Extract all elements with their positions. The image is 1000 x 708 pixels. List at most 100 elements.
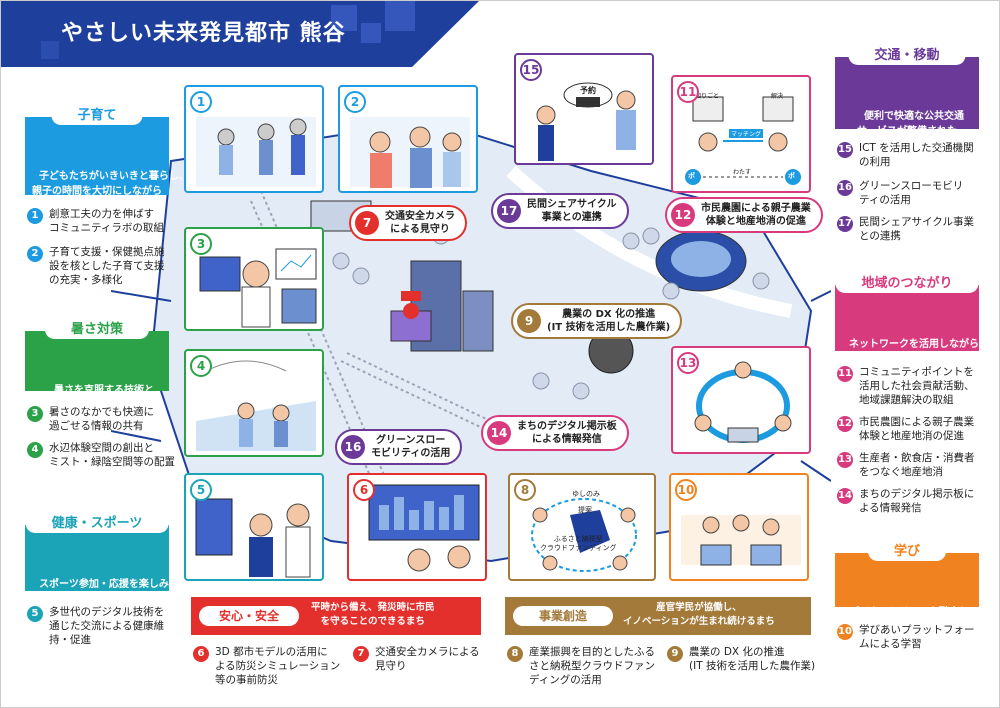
- item-text: 暑さのなかでも快適に 過ごせる情報の共有: [49, 406, 154, 432]
- item-number: 16: [837, 180, 853, 196]
- panel-number: 4: [190, 355, 212, 377]
- callout-number: 12: [671, 203, 695, 227]
- item-14: 14 まちのデジタル掲示板に よる情報発信: [837, 487, 974, 515]
- category-chiiki-desc: ネットワークを活用しながら 地域のコミュニティや産業を 共に支え合うまち: [842, 339, 979, 380]
- panel-number: 5: [190, 479, 212, 501]
- item-number: 7: [353, 646, 369, 662]
- item-15: 15 ICT を活用した交通機関 の利用: [837, 141, 974, 169]
- item-number: 5: [27, 606, 43, 622]
- item-number: 13: [837, 452, 853, 468]
- category-anshin-desc: 平時から備え、発災時に市民 を守ることのできるまち: [311, 602, 435, 627]
- panel-number: 10: [675, 479, 697, 501]
- panel-illustration: [199, 248, 317, 328]
- category-manabi-desc: デジタルとリアルを融合して 自ら考える力を育むまち: [849, 607, 979, 633]
- item-4: 4 水辺体験空間の創出と ミスト・緑陰空間等の配置: [27, 441, 175, 469]
- panel-11-point-right: ポ: [788, 172, 795, 180]
- category-kenko-desc: スポーツ参加・応援を楽しみ つつ、データとネットワーク を活用し健康を維持するま…: [32, 579, 169, 620]
- item-13: 13 生産者・飲食店・消費者 をつなぐ地産地消: [837, 451, 975, 479]
- category-kenko-label: 健康・スポーツ: [25, 514, 169, 533]
- item-text: 生産者・飲食店・消費者 をつなぐ地産地消: [859, 452, 975, 478]
- category-manabi-box: 学び デジタルとリアルを融合して 自ら考える力を育むまち: [835, 542, 979, 633]
- scene-panel-13: 13: [671, 346, 811, 454]
- panel-illustration: [536, 82, 636, 161]
- header-decoration: [361, 23, 381, 43]
- category-jigyo-box: 事業創造 産官学民が協働し、 イノベーションが生まれ続けるまち: [505, 597, 811, 635]
- item-text: 多世代のデジタル技術を 通じた交流による健康維 持・促進: [49, 606, 165, 646]
- scene-panel-3: 3: [184, 227, 324, 331]
- panel-illustration: [350, 117, 470, 188]
- panel-11-match-label: マッチング: [729, 129, 764, 138]
- scene-panel-6: 6: [347, 473, 487, 581]
- panel-number: 15: [520, 59, 542, 81]
- category-chiiki-box: 地域のつながり ネットワークを活用しながら 地域のコミュニティや産業を 共に支え…: [835, 274, 979, 380]
- panel-8-label-c: 提案: [578, 506, 592, 514]
- panel-11-point-left: ポ: [688, 172, 695, 180]
- category-shosa-desc: 暑さを克服する技術と 工夫のまち: [53, 385, 154, 411]
- item-text: 子育て支援・保健拠点施 設を核とした子育て支援 の充実・多様化: [49, 246, 165, 286]
- item-16: 16 グリーンスローモビリ ティの活用: [837, 179, 963, 207]
- item-number: 12: [837, 416, 853, 432]
- category-manabi-label: 学び: [867, 542, 947, 561]
- panel-8-label-a: ゆしのみ: [572, 490, 600, 498]
- item-text: コミュニティポイントを 活用した社会貢献活動、 地域課題解決の取組: [859, 366, 975, 406]
- item-text: 水辺体験空間の創出と ミスト・緑陰空間等の配置: [49, 442, 175, 468]
- callout-number: 7: [355, 211, 379, 235]
- scene-panel-4: 4: [184, 349, 324, 457]
- item-number: 4: [27, 442, 43, 458]
- item-number: 15: [837, 142, 853, 158]
- callout-text: 市民農園による親子農業 体験と地産地消の促進: [701, 203, 811, 227]
- category-chiiki-label: 地域のつながり: [835, 274, 979, 293]
- panel-illustration: [196, 117, 316, 187]
- item-text: 市民農園による親子農業 体験と地産地消の促進: [859, 416, 975, 442]
- category-kosodate-label: 子育て: [51, 106, 143, 125]
- item-5: 5 多世代のデジタル技術を 通じた交流による健康維 持・促進: [27, 605, 164, 647]
- panel-illustration: [531, 498, 637, 572]
- category-kotsu-box: 交通・移動 便利で快適な公共交通 サービスが整備された 回遊性の高いまち: [835, 46, 979, 152]
- category-jigyo-desc: 産官学民が協働し、 イノベーションが生まれ続けるまち: [623, 602, 775, 627]
- panel-number: 3: [190, 233, 212, 255]
- category-kosodate-desc: 子どもたちがいきいきと暮らし、 親子の時間を大切にしながら 可能性を伸ばせるまち: [32, 171, 189, 212]
- item-text: まちのデジタル掲示板に よる情報発信: [859, 488, 975, 514]
- scene-panel-8: 8 ゆしのみ 提案 ふるさと納税型 クラウドファンディング: [508, 473, 656, 581]
- panel-illustration: [195, 498, 311, 578]
- header-decoration: [331, 5, 357, 31]
- panel-11-right-label: 解決: [771, 93, 784, 100]
- panel-number: 6: [353, 479, 375, 501]
- panel-illustration: [368, 484, 480, 572]
- item-text: 産業振興を目的としたふる さと納税型クラウドファン ディングの活用: [529, 646, 655, 686]
- header-decoration: [41, 41, 59, 59]
- item-text: 3D 都市モデルの活用に よる防災シミュレーション 等の事前防災: [215, 646, 341, 686]
- item-text: 交通安全カメラによる 見守り: [375, 646, 480, 672]
- item-number: 14: [837, 488, 853, 504]
- panel-number: 13: [677, 352, 699, 374]
- panel-number: 11: [677, 81, 699, 103]
- item-12: 12 市民農園による親子農業 体験と地産地消の促進: [837, 415, 974, 443]
- item-7: 7 交通安全カメラによる 見守り: [353, 645, 480, 673]
- scene-panel-15: 15 予約: [514, 53, 654, 165]
- scene-panel-10: 10: [669, 473, 809, 581]
- category-kosodate-box: 子育て 子どもたちがいきいきと暮らし、 親子の時間を大切にしながら 可能性を伸ば…: [25, 106, 189, 212]
- item-text: 創意工夫の力を伸ばす コミュニティラボの取組: [49, 208, 164, 234]
- panel-illustration: [685, 96, 801, 185]
- item-text: 学びあいプラットフォー ムによる学習: [859, 624, 975, 650]
- item-text: 農業の DX 化の推進 (IT 技術を活用した農作業): [689, 646, 816, 672]
- scene-panel-2: 2: [338, 85, 478, 193]
- page-title: やさしい未来発見都市 熊谷: [61, 21, 346, 46]
- category-kotsu-label: 交通・移動: [848, 46, 966, 65]
- callout-text: 民間シェアサイクル 事業との連携: [527, 199, 617, 223]
- item-text: ICT を活用した交通機関 の利用: [859, 142, 974, 168]
- item-text: グリーンスローモビリ ティの活用: [859, 180, 964, 206]
